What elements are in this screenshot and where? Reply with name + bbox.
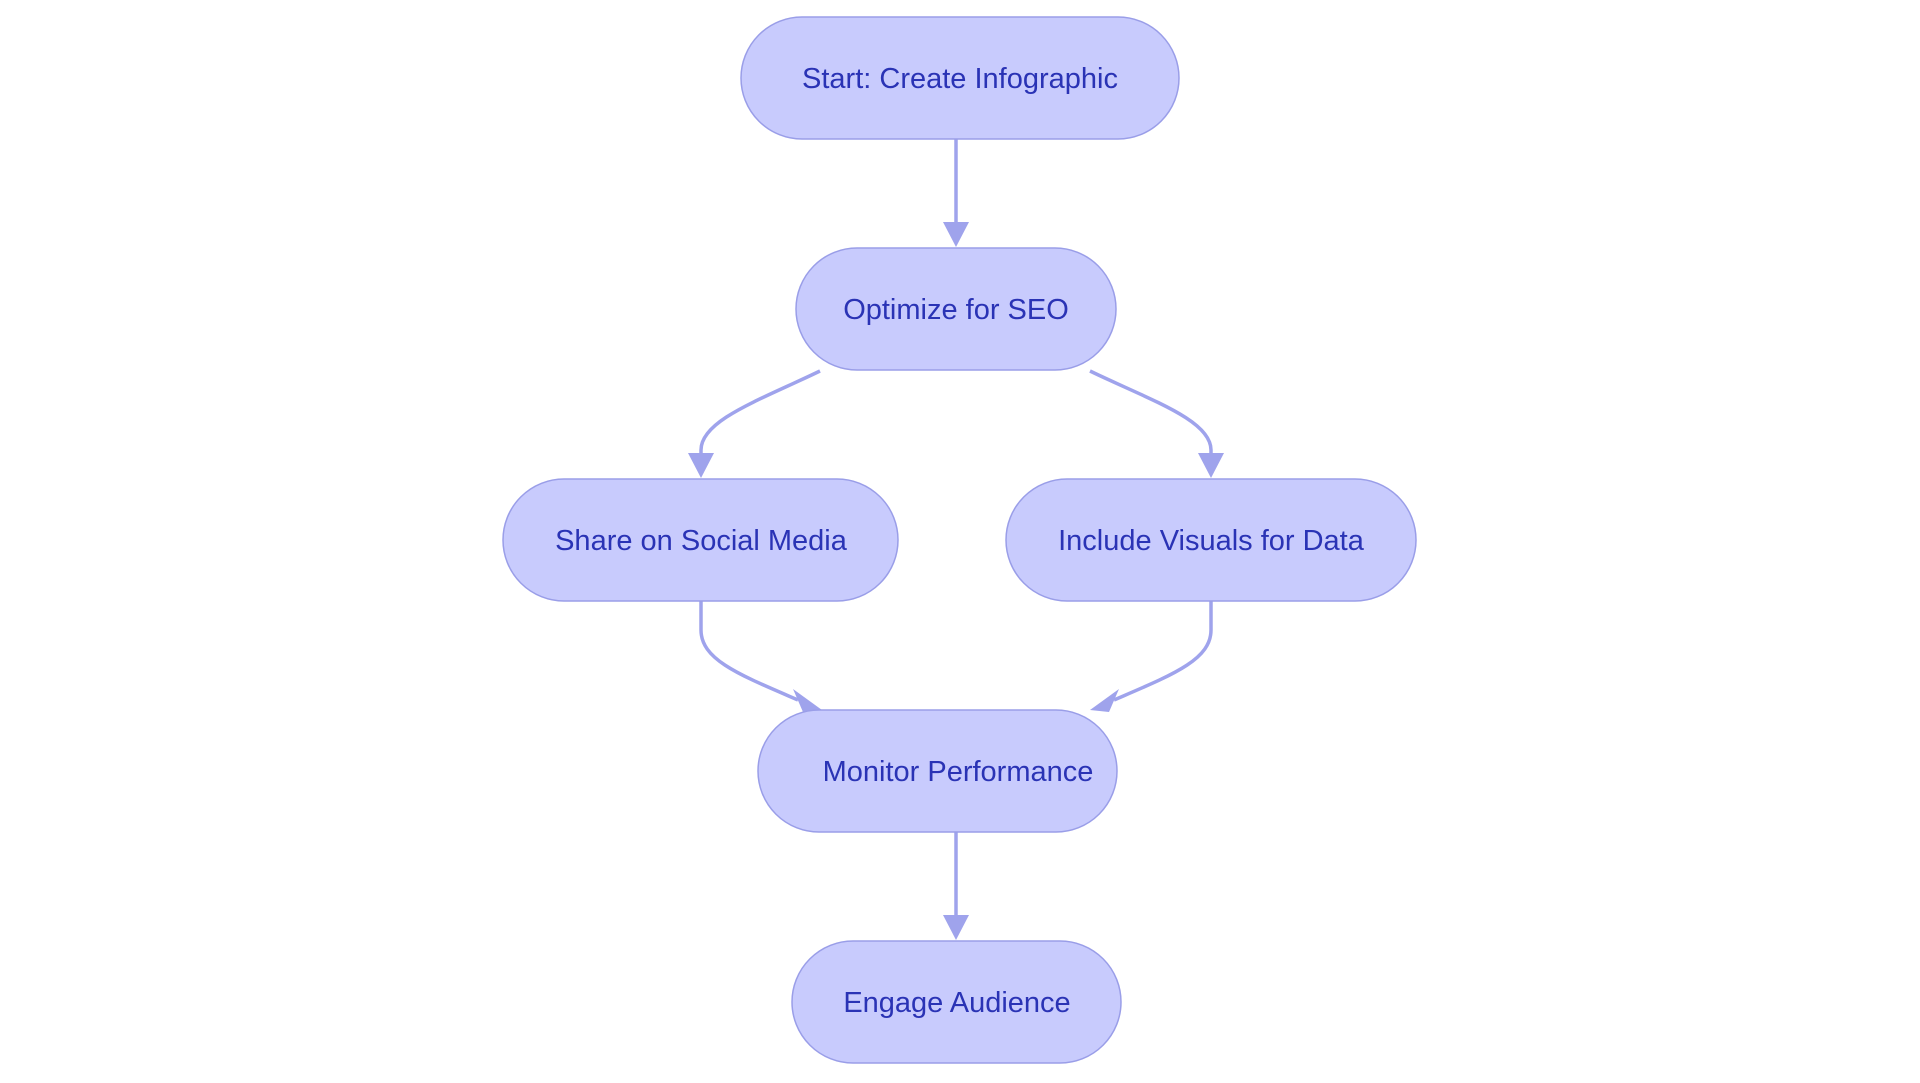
node-social[interactable]: Share on Social Media <box>502 478 899 602</box>
edge-seo-to-social <box>688 369 821 478</box>
edge-line <box>699 601 799 702</box>
node-visuals[interactable]: Include Visuals for Data <box>1005 478 1417 602</box>
node-seo[interactable]: Optimize for SEO <box>795 247 1117 371</box>
node-engage[interactable]: Engage Audience <box>791 940 1122 1064</box>
arrow-head <box>943 222 969 247</box>
arrow-head <box>1090 689 1119 712</box>
node-shape <box>757 709 1118 833</box>
edge-monitor-to-engage <box>943 832 969 940</box>
edge-start-to-seo <box>943 139 969 247</box>
node-label: Monitor Performance <box>823 756 1094 788</box>
edge-visuals-to-monitor <box>1090 601 1213 712</box>
node-monitor[interactable]: Monitor Performance <box>757 709 1118 833</box>
edge-line <box>1089 369 1213 455</box>
node-shape <box>795 247 1117 371</box>
edge-line <box>699 369 821 455</box>
edges <box>688 139 1224 940</box>
node-label: Optimize for SEO <box>843 294 1069 326</box>
node-shape <box>1005 478 1417 602</box>
arrow-head <box>943 915 969 940</box>
arrow-head <box>1198 453 1224 478</box>
node-shape <box>791 940 1122 1064</box>
edge-social-to-monitor <box>699 601 822 712</box>
node-label: Share on Social Media <box>555 525 848 557</box>
edge-line <box>1113 601 1213 702</box>
arrow-head <box>793 689 822 712</box>
node-label: Include Visuals for Data <box>1058 525 1365 557</box>
node-label: Start: Create Infographic <box>802 63 1118 95</box>
edge-seo-to-visuals <box>1089 369 1224 478</box>
node-shape <box>502 478 899 602</box>
node-label: Engage Audience <box>843 987 1070 1019</box>
node-start[interactable]: Start: Create Infographic <box>740 16 1180 140</box>
nodes: Start: Create Infographic Optimize for S… <box>502 16 1417 1064</box>
node-shape <box>740 16 1180 140</box>
arrow-head <box>688 453 714 478</box>
